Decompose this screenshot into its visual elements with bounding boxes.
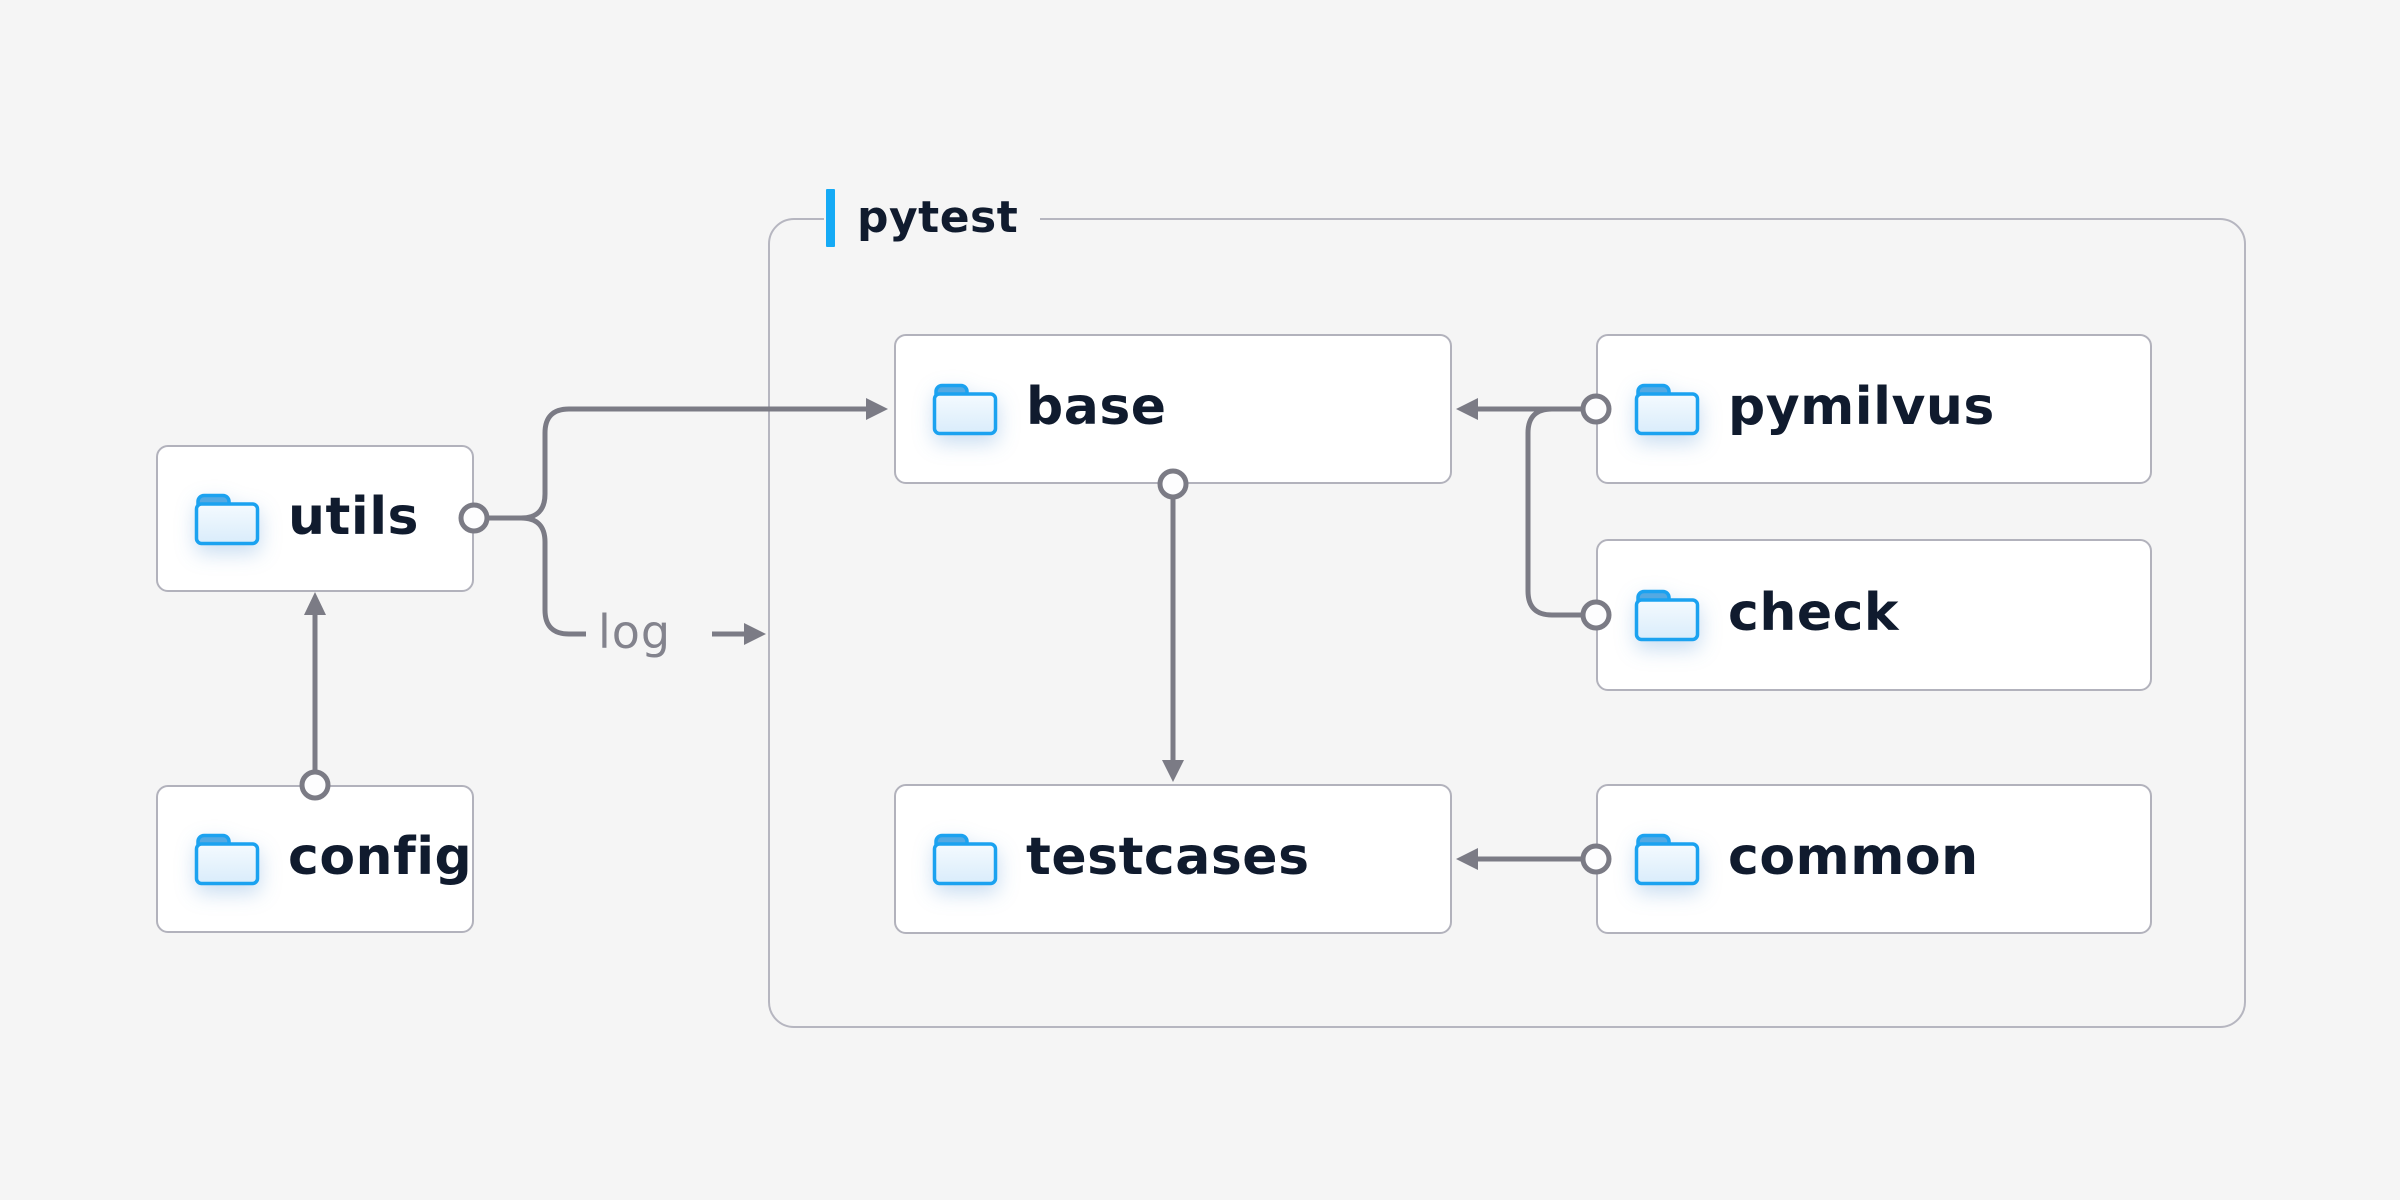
- folder-icon: [932, 833, 998, 886]
- node-label: base: [1026, 377, 1167, 437]
- pytest-container-label: pytest: [824, 185, 1041, 251]
- folder-icon: [1634, 589, 1700, 642]
- node-config: config: [156, 785, 474, 933]
- node-utils: utils: [156, 445, 474, 592]
- node-label: config: [288, 827, 473, 887]
- node-label: utils: [288, 486, 419, 547]
- pytest-container: [768, 218, 2246, 1028]
- node-check: check: [1596, 539, 2152, 691]
- node-base: base: [894, 334, 1452, 484]
- node-label: testcases: [1026, 827, 1310, 887]
- node-label: check: [1728, 583, 1900, 643]
- folder-icon: [1634, 833, 1700, 886]
- folder-icon: [194, 493, 260, 545]
- folder-icon: [932, 383, 998, 436]
- pytest-title: pytest: [857, 192, 1019, 243]
- node-testcases: testcases: [894, 784, 1452, 934]
- node-label: common: [1728, 827, 1979, 887]
- edge-label-log: log: [598, 605, 672, 660]
- folder-icon: [1634, 383, 1700, 436]
- accent-bar-icon: [826, 189, 835, 247]
- edge-config-utils: [304, 592, 326, 772]
- node-common: common: [1596, 784, 2152, 934]
- folder-icon: [194, 833, 260, 886]
- node-pymilvus: pymilvus: [1596, 334, 2152, 484]
- node-label: pymilvus: [1728, 377, 1995, 437]
